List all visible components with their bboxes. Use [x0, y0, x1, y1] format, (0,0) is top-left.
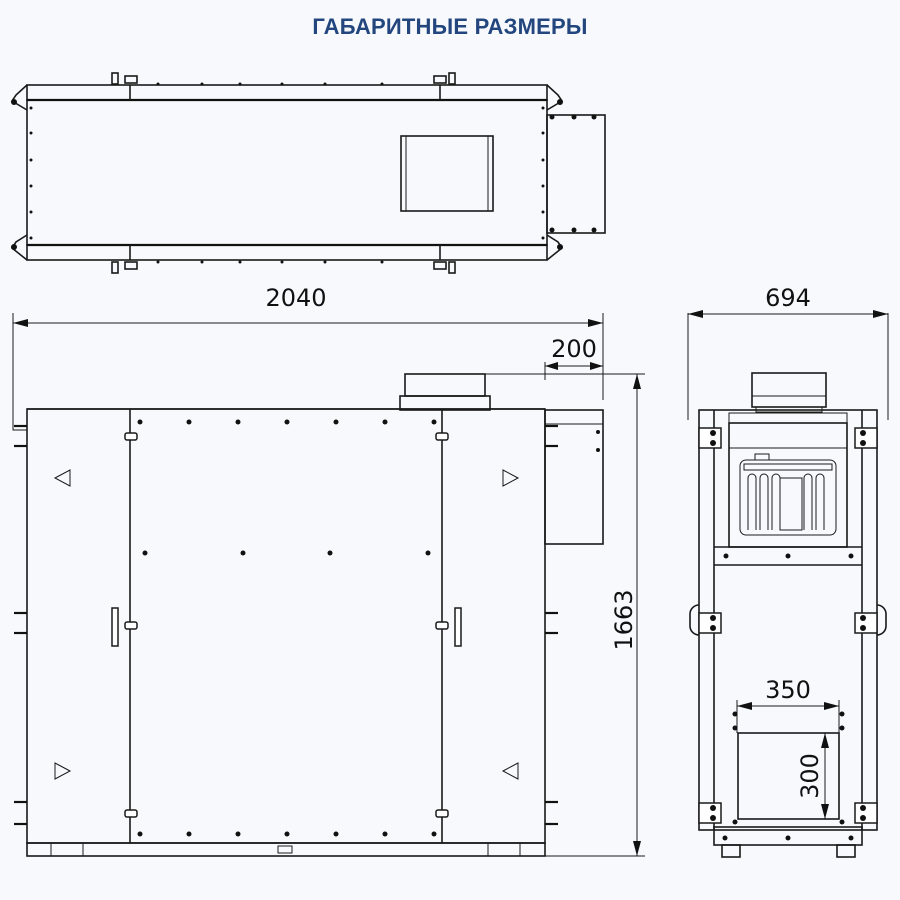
page-title: ГАБАРИТНЫЕ РАЗМЕРЫ	[312, 14, 588, 39]
front-view: 2040 200 1663	[12, 284, 645, 857]
dim-overall-height: 1663	[610, 589, 638, 650]
side-view: 694	[687, 284, 889, 858]
door-handle-left	[111, 607, 119, 647]
hinge-icon	[124, 432, 449, 818]
door-handle-right	[454, 607, 462, 647]
dim-overall-length: 2040	[265, 284, 326, 312]
dim-opening-width: 350	[765, 676, 811, 704]
dim-overall-width: 694	[765, 284, 811, 312]
dim-duct-offset: 200	[551, 335, 597, 363]
mount-bracket	[698, 427, 878, 824]
top-view	[10, 72, 606, 274]
dim-opening-height: 300	[796, 753, 824, 799]
